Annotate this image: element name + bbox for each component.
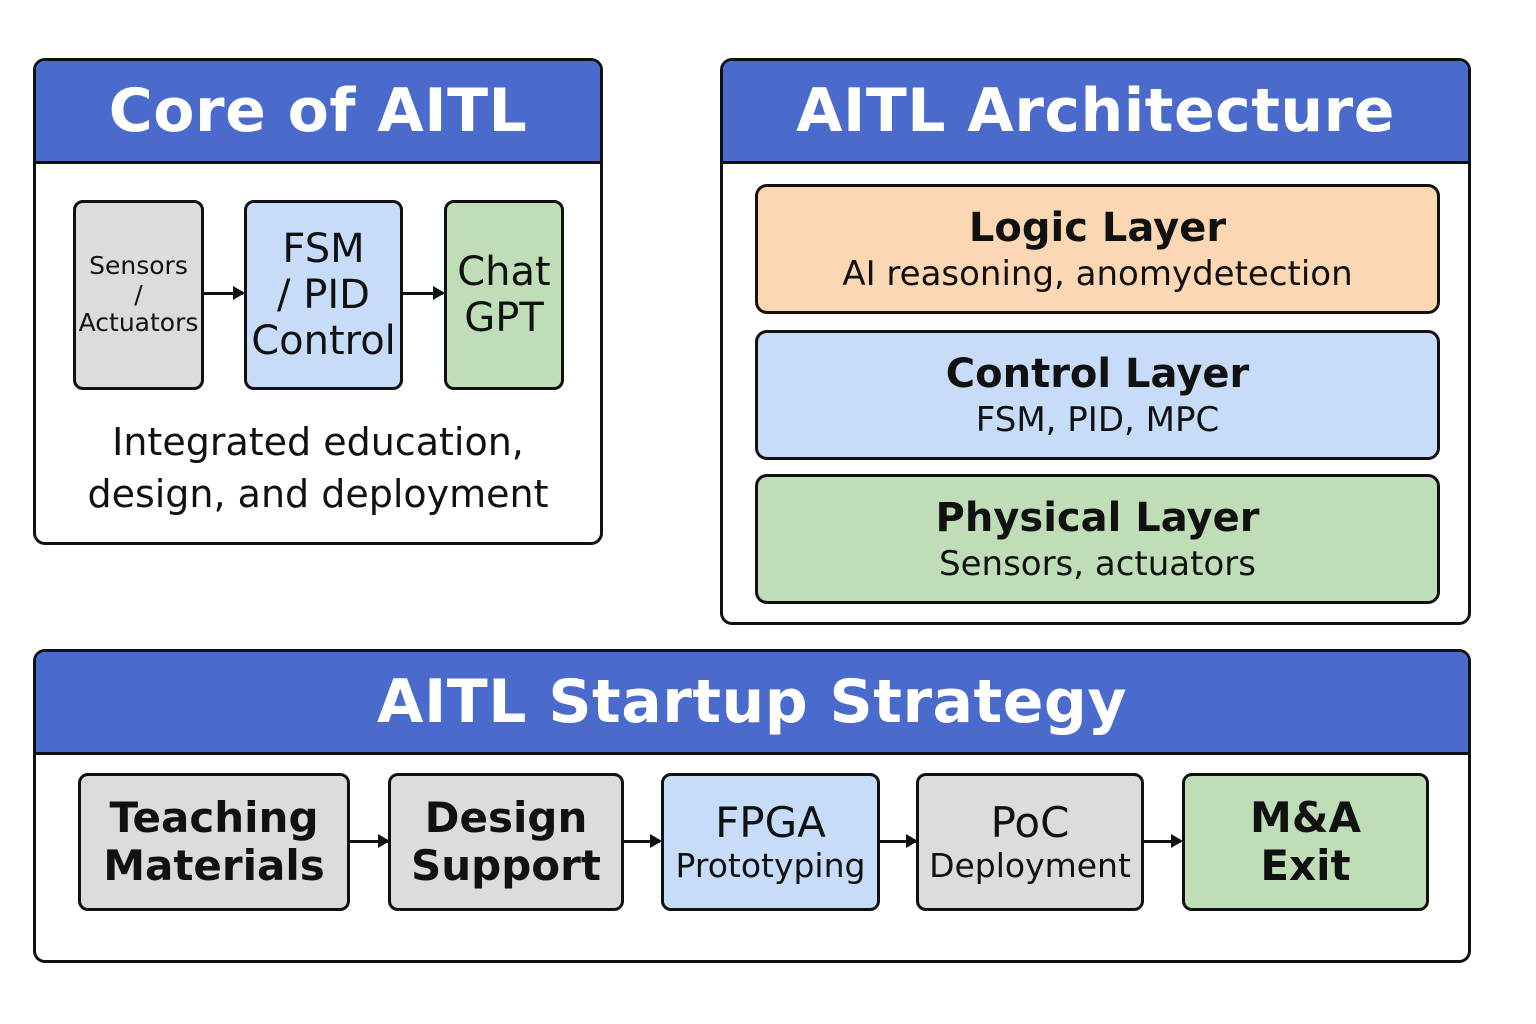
fsm-label: FSM (282, 226, 365, 272)
logic-layer-subtitle: AI reasoning, anomydetection (842, 253, 1353, 294)
step-design-support: Design Support (388, 773, 624, 911)
control-layer: Control Layer FSM, PID, MPC (755, 330, 1440, 460)
architecture-title: AITL Architecture (796, 76, 1395, 146)
control-layer-title: Control Layer (945, 350, 1250, 397)
strategy-arrow-1 (350, 834, 390, 848)
core-caption-line-2: design, and deployment (87, 472, 549, 517)
pid-label: / PID (277, 272, 370, 318)
core-title: Core of AITL (108, 76, 528, 146)
physical-layer: Physical Layer Sensors, actuators (755, 474, 1440, 604)
physical-layer-subtitle: Sensors, actuators (939, 543, 1256, 584)
logic-layer: Logic Layer AI reasoning, anomydetection (755, 184, 1440, 314)
step-3-line-2: Prototyping (675, 846, 866, 886)
fsm-pid-control-box: FSM / PID Control (244, 200, 403, 390)
core-panel: Core of AITL Sensors / Actuators FSM / P… (33, 58, 603, 545)
step-poc-deployment: PoC Deployment (916, 773, 1144, 911)
step-5-line-1: M&A (1250, 792, 1361, 842)
sensors-label: Sensors (89, 250, 188, 280)
sensors-slash: / (134, 279, 143, 309)
core-caption: Integrated education, design, and deploy… (36, 416, 600, 521)
strategy-title: AITL Startup Strategy (377, 667, 1127, 737)
architecture-panel: AITL Architecture Logic Layer AI reasoni… (720, 58, 1471, 625)
step-ma-exit: M&A Exit (1182, 773, 1429, 911)
actuators-label: Actuators (78, 308, 199, 338)
strategy-arrow-4 (1144, 834, 1183, 848)
physical-layer-title: Physical Layer (935, 494, 1260, 541)
step-3-line-1: FPGA (715, 797, 826, 847)
core-arrow-2 (403, 286, 445, 300)
step-fpga-prototyping: FPGA Prototyping (661, 773, 880, 911)
step-4-line-1: PoC (990, 797, 1070, 847)
chat-label: Chat (457, 249, 551, 295)
step-5-line-2: Exit (1260, 841, 1351, 890)
control-layer-subtitle: FSM, PID, MPC (975, 399, 1220, 440)
step-1-line-2: Materials (103, 841, 325, 890)
step-teaching-materials: Teaching Materials (78, 773, 350, 911)
core-arrow-1 (204, 286, 245, 300)
step-1-line-1: Teaching (109, 792, 319, 842)
step-4-line-2: Deployment (929, 846, 1131, 886)
control-label: Control (251, 318, 396, 364)
gpt-label: GPT (464, 295, 544, 341)
strategy-arrow-2 (624, 834, 662, 848)
architecture-header: AITL Architecture (723, 61, 1468, 164)
logic-layer-title: Logic Layer (968, 204, 1227, 251)
step-2-line-1: Design (424, 792, 588, 842)
step-2-line-2: Support (411, 841, 601, 890)
core-header: Core of AITL (36, 61, 600, 164)
strategy-arrow-3 (880, 834, 918, 848)
strategy-panel: AITL Startup Strategy Teaching Materials… (33, 649, 1471, 963)
sensors-actuators-box: Sensors / Actuators (73, 200, 204, 390)
chatgpt-box: Chat GPT (444, 200, 564, 390)
core-caption-line-1: Integrated education, (112, 420, 524, 464)
strategy-header: AITL Startup Strategy (36, 652, 1468, 755)
